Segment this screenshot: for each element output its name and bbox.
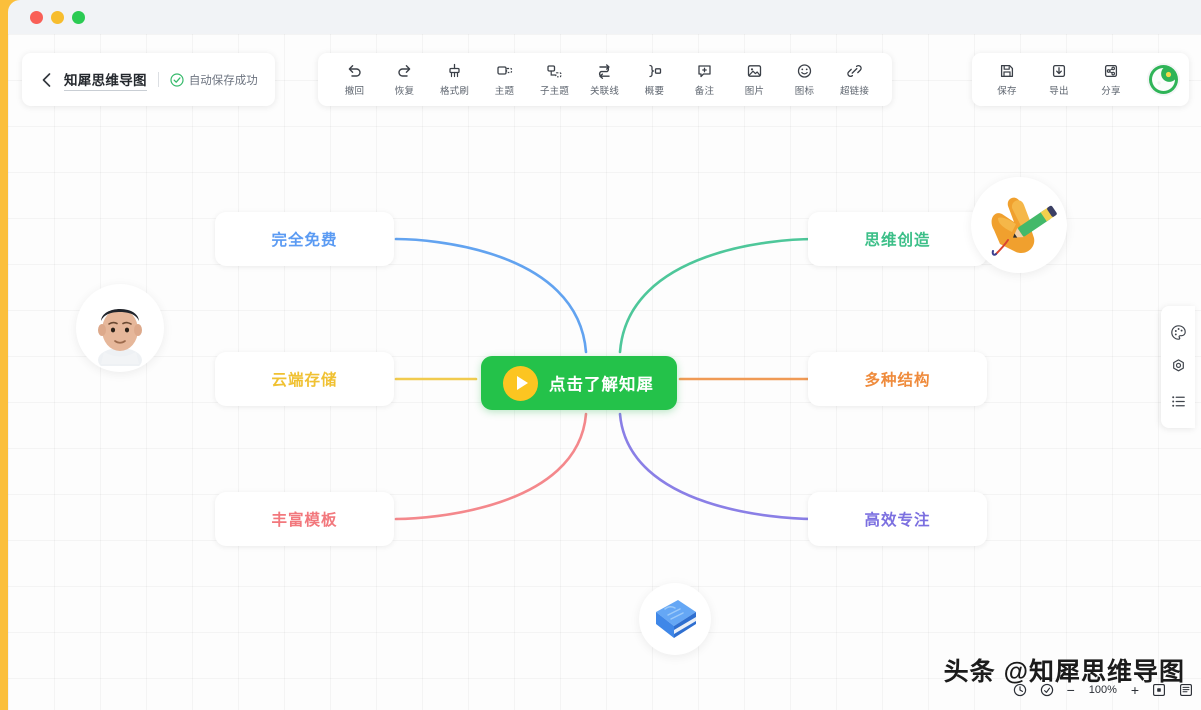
redo-icon	[396, 62, 413, 79]
mindmap-connectors	[394, 237, 816, 521]
toolbar-label: 恢复	[394, 86, 415, 97]
node-label: 完全免费	[271, 232, 338, 249]
save-icon	[999, 62, 1015, 79]
node-label: 思维创造	[864, 232, 931, 249]
zoom-in-button[interactable]: +	[1130, 682, 1139, 698]
toolbar-item-hyperlink[interactable]: 超链接	[830, 53, 880, 106]
toolbar-label: 主题	[494, 86, 515, 97]
share-button[interactable]: 分享	[1086, 53, 1136, 106]
toolbar-item-icon[interactable]: 图标	[780, 53, 830, 106]
node-right-3[interactable]: 高效专注	[808, 492, 987, 546]
share-icon	[1103, 62, 1119, 79]
export-icon	[1051, 62, 1067, 79]
zoom-toolbar: − 100% +	[1013, 677, 1193, 703]
toolbar-label: 图片	[744, 86, 765, 97]
book-sticker	[639, 583, 711, 655]
play-icon	[503, 365, 538, 401]
history-icon[interactable]	[1013, 683, 1027, 697]
root-node[interactable]: 点击了解知犀	[481, 356, 677, 410]
node-right-2[interactable]: 多种结构	[808, 352, 987, 406]
node-label: 多种结构	[864, 372, 931, 389]
locate-icon[interactable]	[1040, 683, 1054, 697]
summary-icon	[646, 62, 663, 79]
node-right-1[interactable]: 思维创造	[808, 212, 987, 266]
window-maximize-button[interactable]	[72, 10, 85, 24]
toolbar-item-redo[interactable]: 恢复	[380, 53, 430, 106]
hand-pencil-illustration	[991, 197, 1057, 256]
toolbar-item-note[interactable]: 备注	[680, 53, 730, 106]
toolbar-item-summary[interactable]: 概要	[630, 53, 680, 106]
toolbar-item-topic[interactable]: 主题	[480, 53, 530, 106]
toolbar-item-image[interactable]: 图片	[730, 53, 780, 106]
format-brush-icon	[446, 62, 463, 79]
node-left-3[interactable]: 丰富模板	[215, 492, 394, 546]
export-button[interactable]: 导出	[1034, 53, 1084, 106]
autosave-status: 自动保存成功	[170, 72, 258, 88]
outline-icon[interactable]	[1170, 393, 1187, 410]
autosave-label: 自动保存成功	[188, 74, 258, 87]
subtopic-icon	[546, 62, 563, 79]
hand-pencil-sticker	[971, 177, 1067, 273]
toolbar-item-relation-line[interactable]: 关联线	[580, 53, 630, 106]
emoji-icon	[796, 62, 813, 79]
toolbar-label: 超链接	[839, 86, 870, 97]
avatar-sticker	[76, 284, 164, 372]
user-avatar[interactable]	[1148, 64, 1179, 95]
toolbar-label: 备注	[694, 86, 715, 97]
app-window: 完全免费 云端存储 丰富模板 思维创造 多种结构 高效专注 点击了解知犀	[8, 34, 1201, 710]
zoom-out-button[interactable]: −	[1066, 682, 1075, 698]
topic-icon	[496, 62, 513, 79]
node-left-1[interactable]: 完全免费	[215, 212, 394, 266]
toolbar-item-format-painter[interactable]: 格式刷	[430, 53, 480, 106]
divider	[157, 72, 159, 87]
face-illustration	[98, 309, 142, 366]
zoom-level: 100%	[1088, 684, 1117, 696]
palette-icon[interactable]	[1170, 324, 1187, 341]
actions-bar: 保存 导出 分享	[972, 53, 1189, 106]
chevron-left-icon[interactable]	[39, 72, 53, 87]
gear-icon[interactable]	[1170, 358, 1187, 375]
check-circle-icon	[170, 72, 184, 87]
fit-screen-icon[interactable]	[1152, 683, 1166, 697]
window-minimize-button[interactable]	[51, 10, 64, 24]
main-toolbar: 撤回 恢复 格式刷 主题	[317, 53, 892, 106]
minimap-icon[interactable]	[1179, 683, 1193, 697]
toolbar-label: 关联线	[589, 86, 620, 97]
toolbar-label: 撤回	[344, 86, 365, 97]
toolbar-label: 图标	[794, 86, 815, 97]
undo-icon	[346, 62, 363, 79]
link-icon	[846, 62, 863, 79]
node-label: 云端存储	[271, 372, 338, 389]
node-left-2[interactable]: 云端存储	[215, 352, 394, 406]
toolbar-label: 概要	[644, 86, 665, 97]
node-label: 丰富模板	[271, 512, 338, 529]
node-label: 高效专注	[864, 512, 931, 529]
avatar-icon	[1149, 65, 1178, 94]
toolbar-label: 格式刷	[439, 86, 470, 97]
note-icon	[696, 62, 713, 79]
window-titlebar	[8, 0, 1201, 34]
right-side-panel	[1161, 306, 1195, 428]
save-button[interactable]: 保存	[982, 53, 1032, 106]
action-label: 导出	[1049, 86, 1069, 97]
root-node-label: 点击了解知犀	[549, 376, 654, 394]
book-illustration	[656, 600, 696, 638]
toolbar-item-undo[interactable]: 撤回	[330, 53, 380, 106]
relation-line-icon	[596, 62, 614, 79]
document-bar: 知犀思维导图 自动保存成功	[22, 53, 275, 106]
document-title[interactable]: 知犀思维导图	[64, 69, 147, 91]
toolbar-label: 子主题	[539, 86, 570, 97]
action-label: 分享	[1101, 86, 1121, 97]
window-close-button[interactable]	[30, 10, 43, 24]
image-icon	[746, 62, 763, 79]
action-label: 保存	[997, 86, 1017, 97]
toolbar-item-subtopic[interactable]: 子主题	[530, 53, 580, 106]
